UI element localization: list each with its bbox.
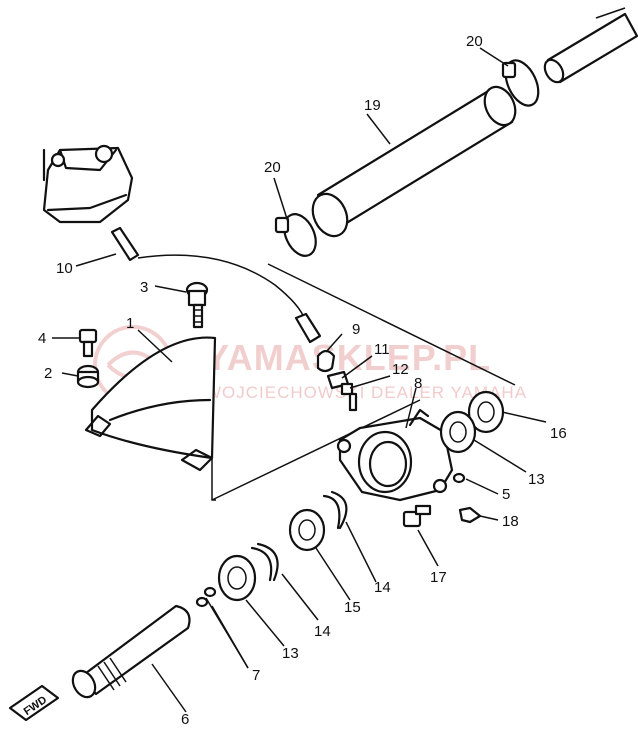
watermark-title: YAMASKLEP.PL <box>205 337 491 378</box>
leader-lines <box>52 47 547 713</box>
bearing-15 <box>288 508 326 552</box>
forward-direction-tag: FWD <box>8 684 60 722</box>
drive-shaft-upper <box>543 7 638 84</box>
callout-17: 17 <box>430 569 447 586</box>
callout-12: 12 <box>392 361 409 378</box>
o-ring-5 <box>452 472 466 484</box>
callout-13-upper: 13 <box>528 471 545 488</box>
callout-10: 10 <box>56 260 73 277</box>
callout-2: 2 <box>44 365 52 382</box>
callout-15: 15 <box>344 599 361 616</box>
callout-3: 3 <box>140 279 148 296</box>
collar-2 <box>76 364 100 389</box>
circlip-14-lower <box>250 542 279 582</box>
watermark-subtitle: WOJCIECHOWSKI DEALER YAMAHA <box>205 383 527 402</box>
callout-16: 16 <box>550 425 567 442</box>
fitting-12 <box>340 382 358 412</box>
callout-14-lower: 14 <box>314 623 331 640</box>
callout-5: 5 <box>502 486 510 503</box>
callout-8: 8 <box>414 375 422 392</box>
clip-18 <box>458 506 482 524</box>
callout-1: 1 <box>126 315 134 332</box>
callout-13-lower: 13 <box>282 645 299 662</box>
hose-clamp-mid <box>274 213 317 257</box>
hull-fitting <box>42 144 134 224</box>
water-hose <box>110 226 336 373</box>
callout-9: 9 <box>352 321 360 338</box>
callout-6: 6 <box>181 711 189 728</box>
housing-cover <box>84 336 217 501</box>
bolt-17 <box>402 504 432 528</box>
callout-20-mid: 20 <box>264 159 281 176</box>
bearing-13-upper <box>439 410 477 454</box>
callout-11: 11 <box>374 341 390 358</box>
watermark: YAMASKLEP.PL WOJCIECHOWSKI DEALER YAMAHA <box>93 325 527 405</box>
bearing-16 <box>467 390 505 434</box>
callout-4: 4 <box>38 330 46 347</box>
hose-clamp-top <box>501 59 540 107</box>
callout-19: 19 <box>364 97 381 114</box>
callout-14-upper: 14 <box>374 579 391 596</box>
guide-lines <box>211 263 516 501</box>
hole-plug <box>185 281 209 329</box>
callout-18: 18 <box>502 513 519 530</box>
bolt-4 <box>78 328 98 358</box>
callout-7: 7 <box>252 667 260 684</box>
o-rings-7 <box>195 586 217 608</box>
circlip-14-upper <box>322 490 348 530</box>
bearing-13-lower <box>217 554 257 602</box>
callout-labels: 1 2 3 4 5 6 7 8 9 10 11 12 13 13 14 14 1… <box>38 33 567 728</box>
bearing-housing <box>336 408 454 502</box>
drive-shaft <box>71 604 191 699</box>
rubber-tube <box>311 85 517 238</box>
callout-20-top: 20 <box>466 33 483 50</box>
